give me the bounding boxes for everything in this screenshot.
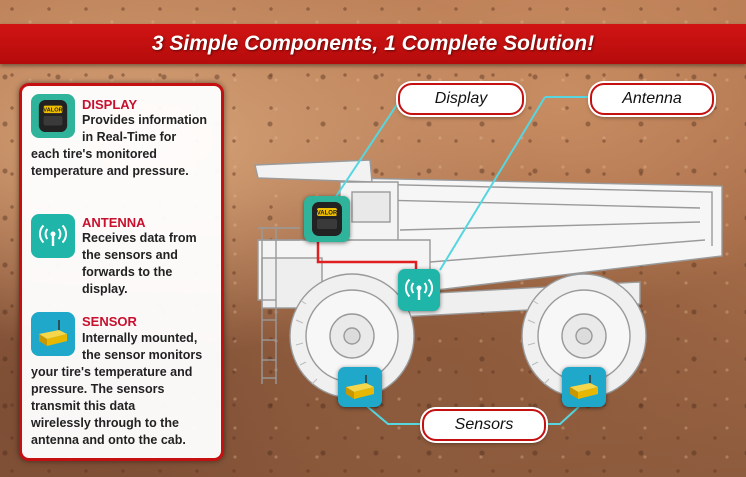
device-brand: VALOR (43, 108, 62, 114)
display-icon-tile: VALOR (31, 94, 75, 138)
antenna-signal-icon (405, 278, 433, 300)
sensor-desc-line: your tire's temperature and (31, 365, 193, 379)
truck-sensor-badge-front (338, 367, 382, 407)
sensor-desc-line: transmit this data (31, 399, 136, 413)
sensor-desc-line: the sensor monitors (82, 348, 203, 362)
components-panel: VALOR DISPLAY Provides information in Re… (19, 83, 224, 461)
antenna-desc-line: Receives data from (82, 231, 197, 245)
display-desc-line: temperature and pressure. (31, 164, 189, 178)
display-desc-line: in Real-Time for (82, 130, 177, 144)
display-description: Provides information in Real-Time for ea… (22, 112, 221, 180)
title-banner: 3 Simple Components, 1 Complete Solution… (0, 24, 746, 64)
truck-sensor-badge-rear (562, 367, 606, 407)
sensor-block-icon (39, 320, 67, 346)
display-callout-label: Display (434, 90, 488, 107)
sensor-desc-line: Internally mounted, (82, 331, 198, 345)
banner-title: 3 Simple Components, 1 Complete Solution… (151, 32, 595, 55)
sensor-desc-line: antenna and onto the cab. (31, 433, 186, 447)
antenna-icon-tile (31, 214, 75, 258)
sensor-title: SENSOR (82, 314, 137, 329)
display-callout: Display (398, 83, 524, 115)
sensor-block-icon (346, 375, 374, 399)
sensor-desc-line: pressure. The sensors (31, 382, 165, 396)
antenna-callout-label: Antenna (622, 90, 682, 107)
sensor-description: Internally mounted, the sensor monitors … (22, 330, 221, 449)
antenna-callout: Antenna (590, 83, 714, 115)
display-desc-line: each tire's monitored (31, 147, 157, 161)
sensor-icon-tile (31, 312, 75, 356)
device-brand: VALOR (317, 211, 338, 217)
display-desc-line: Provides information (82, 113, 208, 127)
display-device-icon: VALOR (312, 202, 342, 236)
sensors-callout: Sensors (422, 409, 546, 441)
display-title: DISPLAY (82, 97, 138, 112)
antenna-desc-line: the sensors and (82, 248, 178, 262)
truck-display-badge: VALOR (304, 196, 350, 242)
truck-antenna-badge (398, 269, 440, 311)
sensor-desc-line: wirelessly through to the (31, 416, 179, 430)
display-device-icon: VALOR (38, 99, 68, 133)
antenna-signal-icon (39, 224, 67, 246)
antenna-title: ANTENNA (82, 215, 146, 230)
antenna-description: Receives data from the sensors and forwa… (22, 230, 221, 298)
antenna-desc-line: forwards to the display. (82, 265, 173, 296)
sensors-callout-label: Sensors (454, 416, 514, 433)
sensor-block-icon (570, 375, 598, 399)
